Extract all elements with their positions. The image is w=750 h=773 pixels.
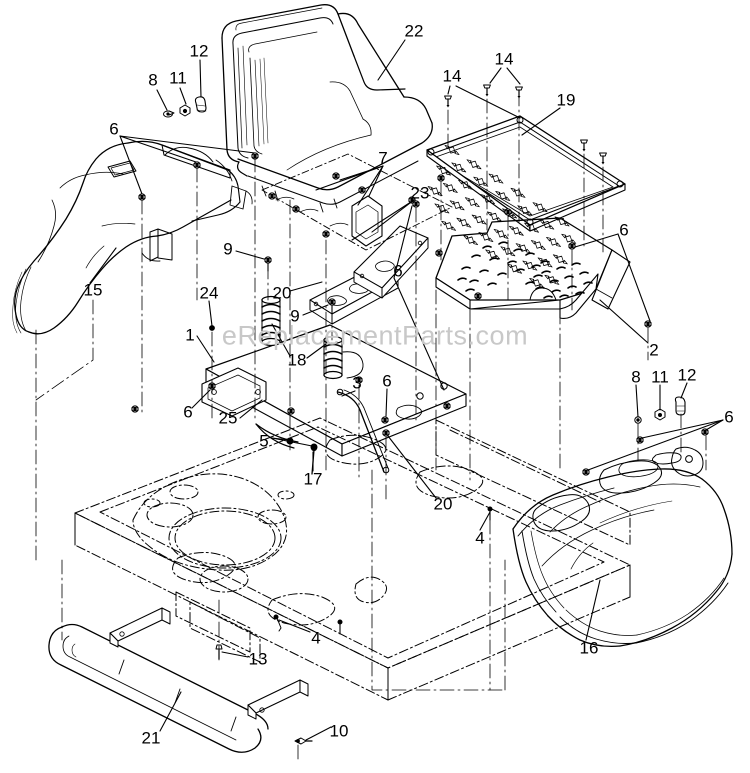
fastener-group-right-8-11-12 bbox=[634, 396, 686, 424]
callout-5: 5 bbox=[259, 431, 269, 451]
part-15-left-fender bbox=[12, 140, 253, 335]
callout-7: 7 bbox=[378, 148, 388, 168]
callout-4-b: 4 bbox=[311, 628, 321, 648]
callout-22: 22 bbox=[404, 21, 424, 41]
callout-8: 8 bbox=[148, 70, 158, 90]
part-18-suspension-springs bbox=[261, 295, 364, 380]
callout-12: 12 bbox=[189, 41, 209, 61]
callout-19: 19 bbox=[556, 90, 576, 110]
callout-20-a: 20 bbox=[272, 283, 292, 303]
callout-12-b: 12 bbox=[677, 365, 697, 385]
callout-15: 15 bbox=[83, 280, 103, 300]
fasteners-14 bbox=[444, 84, 608, 166]
callout-9-b: 9 bbox=[290, 306, 300, 326]
callout-6-a: 6 bbox=[109, 119, 119, 139]
fastener-group-left-8-11-12 bbox=[163, 96, 207, 118]
callout-13: 13 bbox=[248, 649, 268, 669]
fasteners-4-6 bbox=[131, 152, 709, 635]
callout-14: 14 bbox=[494, 49, 514, 69]
part-3-bracket-rod bbox=[336, 388, 390, 474]
callout-6-b: 6 bbox=[619, 220, 629, 240]
callout-6-e: 6 bbox=[183, 402, 193, 422]
callout-1: 1 bbox=[185, 325, 195, 345]
callout-20-b: 20 bbox=[433, 494, 453, 514]
part-19-upper-footplate bbox=[426, 115, 626, 292]
centerlines bbox=[35, 91, 707, 761]
part-2-lower-footrest bbox=[435, 217, 631, 319]
callout-10: 10 bbox=[329, 721, 349, 741]
callout-4-a: 4 bbox=[475, 528, 485, 548]
part-7-23-seat-pivot-brackets bbox=[261, 153, 453, 251]
leader-lines bbox=[89, 39, 724, 741]
chassis-frame bbox=[74, 417, 631, 701]
callout-21: 21 bbox=[141, 728, 161, 748]
callout-6-d: 6 bbox=[382, 371, 392, 391]
callout-24: 24 bbox=[199, 283, 219, 303]
part-25-side-bracket bbox=[201, 367, 267, 417]
callout-23: 23 bbox=[410, 183, 430, 203]
callout-6-f: 6 bbox=[724, 407, 734, 427]
callout-11-b: 11 bbox=[651, 367, 669, 387]
callout-6-c: 6 bbox=[393, 261, 403, 281]
callout-2: 2 bbox=[649, 340, 659, 360]
chassis-frame-edges bbox=[74, 512, 631, 701]
callout-25: 25 bbox=[218, 408, 238, 428]
callout-18: 18 bbox=[287, 350, 307, 370]
callout-8-b: 8 bbox=[631, 367, 641, 387]
part-21-front-bumper-bar bbox=[48, 607, 309, 753]
part-20-seat-slide-brackets bbox=[309, 225, 429, 325]
callout-3: 3 bbox=[352, 373, 362, 393]
callout-9-a: 9 bbox=[223, 239, 233, 259]
callout-14-b: 14 bbox=[442, 66, 462, 86]
callout-17: 17 bbox=[303, 469, 323, 489]
callout-11: 11 bbox=[169, 68, 187, 88]
callout-16: 16 bbox=[579, 638, 599, 658]
part-16-right-fender bbox=[512, 446, 733, 648]
